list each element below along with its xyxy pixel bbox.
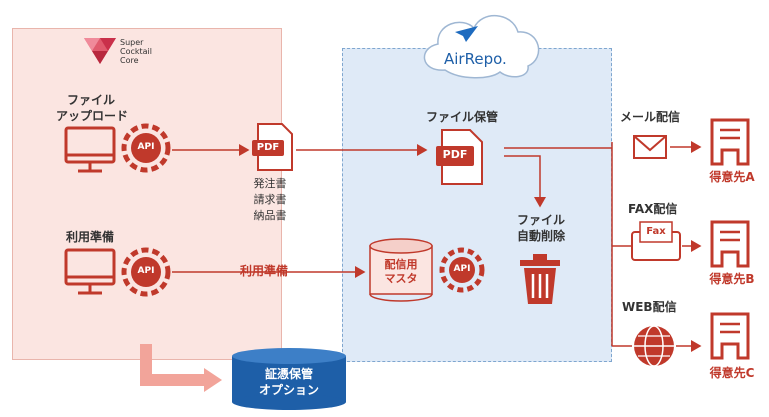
- web-label: WEB配信: [622, 300, 677, 314]
- trash-icon: [520, 254, 560, 304]
- client-c-label: 得意先C: [709, 366, 755, 380]
- airrepo-panel: [342, 48, 612, 362]
- api-label-2: API: [137, 266, 155, 276]
- fax-machine-icon: [631, 221, 681, 261]
- monitor-upload-icon: [64, 126, 116, 173]
- api-gear-upload-icon: [121, 123, 171, 173]
- doc-delivery: 納品書: [253, 209, 287, 222]
- monitor-prep-icon: [64, 248, 116, 295]
- auto-delete-label: ファイル 自動削除: [506, 212, 576, 244]
- super-cocktail-logo-icon: [84, 38, 116, 64]
- globe-icon: [634, 325, 674, 367]
- doc-order: 発注書: [253, 177, 287, 190]
- option-arrowhead: [204, 368, 222, 392]
- api-gear-prep-icon: [121, 247, 171, 297]
- document-list: 発注書 請求書 納品書: [250, 176, 290, 224]
- logo-line-1: Super: [120, 38, 144, 47]
- stored-pdf-icon: [436, 129, 483, 185]
- fax-icon-text: Fax: [646, 226, 666, 237]
- mail-label: メール配信: [620, 110, 681, 124]
- delivery-master-database-icon: [369, 238, 433, 302]
- upload-line-1: ファイル: [66, 93, 115, 107]
- cloud-icon: [423, 14, 540, 79]
- upload-label: ファイル アップロード: [56, 92, 129, 124]
- super-cocktail-core-panel: [12, 28, 282, 360]
- to-delete-arrow: [504, 155, 546, 208]
- api-label-3: API: [453, 264, 471, 274]
- option-database-icon: [232, 348, 346, 410]
- client-a-label: 得意先A: [709, 170, 755, 184]
- storage-title: ファイル保管: [425, 110, 498, 124]
- mail-icon: [633, 135, 667, 159]
- client-b-label: 得意先B: [709, 272, 755, 286]
- airrepo-logo-text: AirRepo.: [444, 50, 507, 68]
- prep-arrow-label: 利用準備: [240, 264, 289, 278]
- master-line-2: マスタ: [384, 272, 418, 285]
- master-label: 配信用 マスタ: [372, 258, 430, 286]
- stored-pdf-text: PDF: [442, 148, 468, 161]
- logo-line-2: Cocktail: [120, 47, 152, 56]
- logo-text: Super Cocktail Core: [120, 38, 152, 65]
- logo-line-3: Core: [120, 56, 139, 65]
- pdf-document-icon: [252, 123, 293, 171]
- pdf-text: PDF: [256, 142, 280, 153]
- server-b-icon: [710, 220, 750, 268]
- delete-line-1: ファイル: [516, 213, 565, 227]
- option-line-1: 証憑保管: [264, 367, 313, 381]
- prep-label: 利用準備: [65, 230, 114, 244]
- delete-line-2: 自動削除: [516, 229, 565, 243]
- server-c-icon: [710, 312, 750, 360]
- doc-invoice: 請求書: [253, 193, 287, 206]
- api-gear-master-icon: [439, 247, 485, 293]
- master-line-1: 配信用: [384, 258, 418, 271]
- fax-label: FAX配信: [628, 202, 678, 216]
- upload-line-2: アップロード: [56, 109, 129, 123]
- server-a-icon: [710, 118, 750, 166]
- option-line-2: オプション: [258, 383, 319, 397]
- option-arrow: [140, 344, 206, 386]
- api-label-1: API: [137, 142, 155, 152]
- option-label: 証憑保管 オプション: [232, 366, 346, 398]
